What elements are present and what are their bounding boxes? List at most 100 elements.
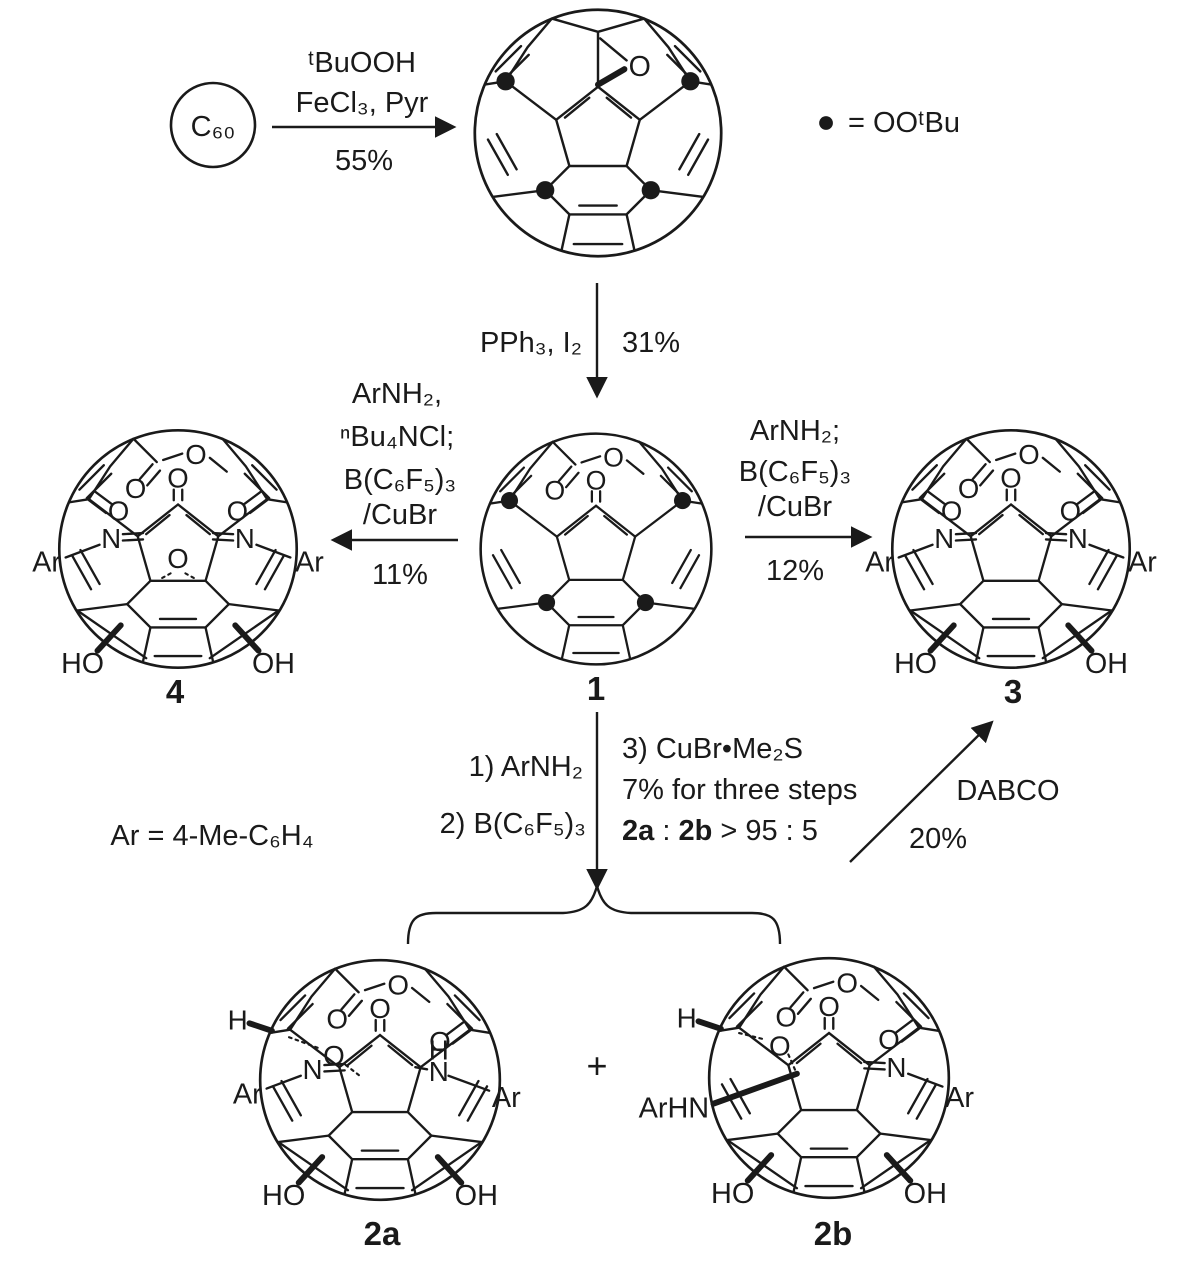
ratio-sep: :: [654, 815, 678, 847]
ho-label: HO: [711, 1178, 754, 1210]
n-right-label: N: [886, 1052, 906, 1083]
alkoxy-o-label: O: [323, 1040, 345, 1071]
ho-label: HO: [894, 648, 937, 680]
structure-4: O O O O O O N N Ar Ar HO OH: [32, 428, 324, 680]
structure-3: O O O O O N N Ar Ar HO OH: [865, 428, 1157, 680]
step1-yield: 55%: [335, 145, 393, 177]
ketone-o-label: O: [818, 991, 840, 1022]
ho-label: HO: [61, 648, 104, 680]
split-brace: [406, 885, 782, 945]
c60-label: C₆₀: [191, 111, 236, 143]
oh-label: OH: [1085, 648, 1128, 680]
oh-label: OH: [455, 1180, 498, 1212]
carbonyl-o-label: O: [326, 1004, 348, 1035]
to3-reagent-3: /CuBr: [758, 491, 832, 523]
compound-2b-number: 2b: [814, 1215, 853, 1252]
diol-bonds: [910, 610, 1111, 658]
ar-right-label: Ar: [945, 1082, 974, 1114]
left-o-label: O: [108, 495, 129, 526]
ester-o-label: O: [1018, 439, 1039, 470]
legend-text: = OOᵗBu: [848, 107, 960, 139]
to2-step2: 2) B(C₆F₅)₃: [440, 808, 586, 840]
to3-yield: 12%: [766, 555, 824, 587]
ar-right-label: Ar: [1128, 546, 1157, 578]
ar-left-label: Ar: [233, 1079, 262, 1111]
ester-o-label: O: [603, 443, 624, 473]
diol-bonds: [278, 1142, 481, 1190]
ketone-o-label: O: [369, 993, 391, 1024]
n-left-label: N: [934, 523, 954, 554]
to4-reagent-1: ArNH₂,: [352, 378, 442, 410]
to2-yield: 7% for three steps: [622, 774, 857, 806]
ratio-2b: 2b: [678, 815, 712, 847]
ar-right-label: Ar: [492, 1082, 521, 1114]
ester-o-label: O: [185, 439, 206, 470]
ratio-2a: 2a: [622, 815, 655, 847]
to3-reagent-1: ArNH₂;: [750, 415, 840, 447]
ar-left-label: Ar: [865, 546, 894, 578]
diol-bonds: [727, 1140, 930, 1188]
oh-label: OH: [252, 648, 295, 680]
n-right-label: N: [1068, 523, 1088, 554]
nh-n-label: N: [429, 1056, 449, 1087]
structure-2a: H O O O O O N H N Ar Ar HO OH: [228, 958, 521, 1212]
oh-label: OH: [904, 1178, 947, 1210]
right-o-label: O: [429, 1026, 451, 1057]
step1-reagent-1: ᵗBuOOH: [308, 47, 416, 79]
compound-3-number: 3: [1004, 673, 1022, 710]
n-left-label: N: [101, 523, 121, 554]
carbonyl-o-label: O: [125, 473, 146, 504]
ar-definition: Ar = 4-Me-C₆H₄: [110, 820, 313, 852]
ester-o-label: O: [836, 967, 858, 998]
to3-reagent-2: B(C₆F₅)₃: [739, 456, 852, 488]
alkoxy-o-label: O: [769, 1031, 791, 1062]
to4-reagent-2: ⁿBu₄NCl;: [340, 421, 454, 453]
plus-sign: +: [586, 1045, 607, 1086]
right-o-label: O: [878, 1024, 900, 1055]
c60-circle: [169, 81, 257, 169]
structure-epoxide-peroxide-fullerene: O: [473, 8, 723, 258]
right-o-label: O: [227, 495, 248, 526]
peroxide-dots: [500, 492, 692, 612]
ar-left-label: Ar: [32, 546, 61, 578]
h-label: H: [677, 1003, 697, 1034]
arrow-dabco: [849, 720, 994, 863]
epoxide-o-label: O: [629, 51, 651, 83]
ester-o-label: O: [387, 969, 409, 1000]
legend-dot-icon: ●: [816, 103, 835, 139]
ho-label: HO: [262, 1180, 305, 1212]
n-right-label: N: [235, 523, 255, 554]
structure-1: O O O: [479, 432, 713, 666]
ketone-o-label: O: [167, 463, 188, 494]
carbonyl-o-label: O: [775, 1002, 797, 1033]
ketone-o-label: O: [586, 465, 607, 495]
arhn-label: ArHN: [639, 1093, 710, 1125]
to2-step3: 3) CuBr•Me₂S: [622, 733, 803, 765]
peroxide-dots: [496, 72, 700, 200]
compound-4-number: 4: [166, 673, 185, 710]
structure-c60: C₆₀: [169, 81, 257, 169]
to4-yield: 11%: [372, 559, 428, 591]
diol-bonds: [77, 610, 278, 658]
to2-ratio: 2a : 2b > 95 : 5: [622, 815, 818, 847]
to2-step1: 1) ArNH₂: [469, 751, 583, 783]
compound-1-number: 1: [587, 670, 605, 707]
carbonyl-o-label: O: [544, 476, 565, 506]
dabco-reagent: DABCO: [956, 775, 1059, 807]
step2-reagent: PPh₃, I₂: [480, 327, 582, 359]
legend: ● = OOᵗBu: [816, 103, 960, 139]
structure-2b: H O O O O O ArHN N Ar HO OH: [639, 956, 974, 1210]
step1-reagent-2: FeCl₃, Pyr: [296, 87, 429, 119]
to4-reagent-3: B(C₆F₅)₃: [344, 464, 457, 496]
ratio-rest: > 95 : 5: [712, 815, 818, 847]
h-label: H: [228, 1005, 248, 1036]
to4-reagent-4: /CuBr: [363, 499, 437, 531]
step2-yield: 31%: [622, 327, 680, 359]
left-o-label: O: [941, 495, 962, 526]
ar-right-label: Ar: [295, 546, 324, 578]
nh-h-label: H: [429, 1035, 449, 1066]
dabco-yield: 20%: [909, 823, 967, 855]
right-o-label: O: [1060, 495, 1081, 526]
